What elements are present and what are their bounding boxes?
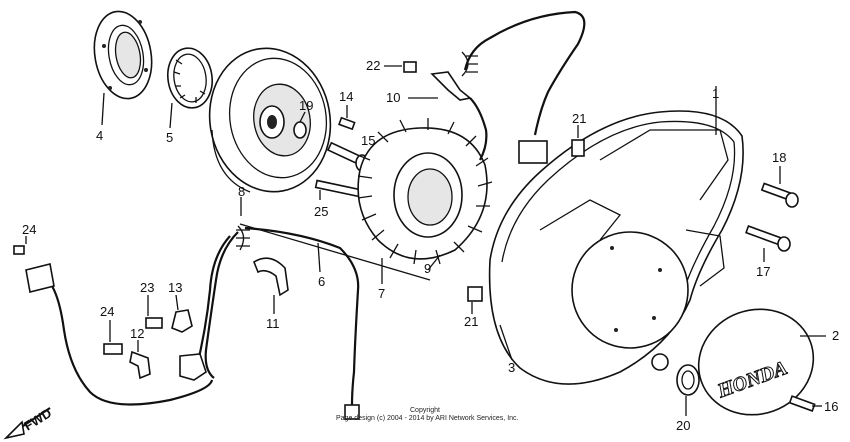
label-24-top: 24 <box>22 222 36 237</box>
label-13: 13 <box>168 280 182 295</box>
part-4-gasket <box>93 10 153 100</box>
label-7: 7 <box>378 286 385 301</box>
part-24-sensor-cable <box>13 245 214 406</box>
part-21-dowel-upper <box>571 139 585 157</box>
copyright-text: Page design (c) 2004 - 2014 by ARI Netwo… <box>336 415 519 422</box>
label-16: 16 <box>824 399 838 414</box>
label-8: 8 <box>238 184 245 199</box>
label-10: 10 <box>386 90 400 105</box>
part-18-bolt <box>760 182 799 208</box>
part-9-stator <box>357 118 493 265</box>
part-22-screw <box>403 61 417 73</box>
part-25-bolt <box>314 179 362 198</box>
part-1-side-cover <box>488 110 744 385</box>
copyright-title: Copyright <box>410 407 440 414</box>
label-18: 18 <box>772 150 786 165</box>
label-11: 11 <box>266 316 280 331</box>
part-23-screw <box>145 317 163 329</box>
label-19: 19 <box>299 98 313 113</box>
label-25: 25 <box>314 204 328 219</box>
part-6-7-cable <box>194 225 360 420</box>
fwd-arrow: FWD <box>3 405 54 440</box>
label-2: 2 <box>832 328 839 343</box>
callout-labels: 4 5 8 19 14 15 25 22 10 9 6 7 11 24 23 1… <box>22 58 839 433</box>
part-2-cover-plate: HONDA <box>697 308 815 416</box>
part-12-bracket <box>129 350 151 380</box>
label-21-upper: 21 <box>572 111 586 126</box>
label-4: 4 <box>96 128 103 143</box>
label-5: 5 <box>166 130 173 145</box>
part-17-bolt <box>745 225 791 252</box>
part-10-wire-harness <box>430 10 586 164</box>
part-14-bolt <box>338 116 356 131</box>
label-24-bottom: 24 <box>100 304 114 319</box>
label-17: 17 <box>756 264 770 279</box>
part-16-screw <box>788 395 816 412</box>
label-22: 22 <box>366 58 380 73</box>
label-9: 9 <box>424 261 431 276</box>
part-21-dowel-lower <box>467 286 483 302</box>
label-6: 6 <box>318 274 325 289</box>
part-13-bracket <box>171 309 207 381</box>
part-11-clamp <box>253 257 289 297</box>
label-21-lower: 21 <box>464 314 478 329</box>
part-20-seal <box>676 364 700 396</box>
label-15: 15 <box>361 133 375 148</box>
part-8-flywheel <box>208 47 332 193</box>
label-3: 3 <box>508 360 515 375</box>
part-24-screw <box>103 343 123 355</box>
part-5-clutch <box>167 47 213 109</box>
label-14: 14 <box>339 89 353 104</box>
label-20: 20 <box>676 418 690 433</box>
label-23: 23 <box>140 280 154 295</box>
label-1: 1 <box>712 86 719 101</box>
label-12: 12 <box>130 326 144 341</box>
